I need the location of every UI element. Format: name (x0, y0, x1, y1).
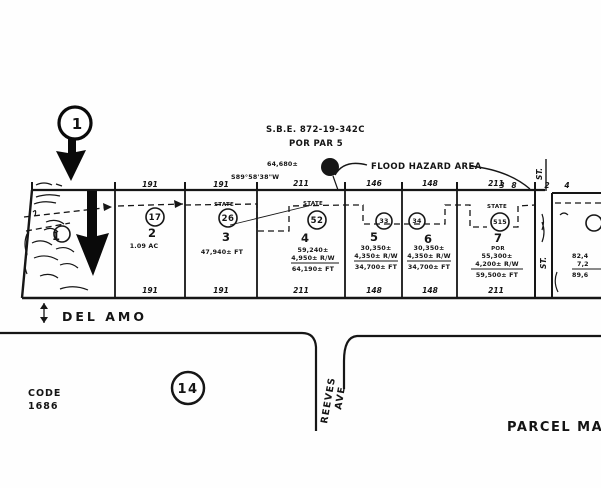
parcel-num-4: 4 (301, 231, 309, 245)
parcel-num-2: 2 (148, 226, 156, 240)
index-num-6: 34 (412, 218, 422, 225)
state-tag-7: STATE (487, 204, 507, 210)
index-circle-5 (375, 212, 393, 230)
bottom-dimensions: 191 191 211 148 148 211 (142, 286, 504, 295)
del-amo-street: DEL AMO (40, 303, 147, 324)
parcel-7-por: POR (491, 246, 505, 252)
pointer-arrow-lower (76, 191, 109, 276)
index-circle-6 (408, 212, 426, 230)
dim-top-7: 211 (488, 179, 504, 188)
index-circle-3 (218, 208, 238, 228)
state-tag-4: STATE (303, 201, 323, 207)
top-dimensions: 191 191 211 146 148 211 3 8 2 4 (142, 179, 569, 190)
parcel-num-7: 7 (494, 231, 502, 245)
area-figures: 1.09 AC 47,940± FT 59,240± 4,950± R/W 64… (130, 243, 601, 279)
index-num-2: 17 (149, 213, 162, 223)
sbe-number: S.B.E. 872-19-342C (266, 125, 365, 135)
area-4-net: 59,240± (298, 247, 329, 254)
del-amo-label: DEL AMO (62, 309, 147, 324)
index-circle-2 (145, 207, 165, 227)
parcel-strip-borders (20, 182, 601, 300)
parcel-index-circles: 17 26 52 33 34 515 (53, 207, 601, 243)
state-tag-3: STATE (214, 202, 234, 208)
area-5-total: 34,700± FT (355, 264, 398, 271)
area-4-total: 64,190± FT (292, 266, 335, 273)
area-4-rw: 4,950± R/W (291, 255, 334, 262)
parcel-numbers: 1 2 3 4 5 6 7 POR (52, 226, 505, 252)
reeves-ave-street: REEVES AVE (0, 331, 601, 431)
area-right-rw: 7,2 (577, 261, 589, 268)
index-num-5: 33 (379, 218, 388, 225)
district-circle (170, 370, 206, 406)
area-right-total: 89,6 (572, 272, 589, 279)
sheet-title: PARCEL MA (507, 420, 601, 435)
area-6-total: 34,700± FT (408, 264, 451, 271)
area-6-net: 30,350± (414, 245, 445, 252)
area-2: 1.09 AC (130, 243, 159, 250)
flood-zone-dashed-line (23, 200, 601, 232)
dim-top-5: 146 (366, 179, 382, 188)
dim-top-2: 191 (142, 180, 158, 189)
st-label-top: ST. (535, 168, 544, 180)
bearing-note: S89°58'38"W (231, 173, 279, 181)
dim-bot-2: 191 (142, 286, 158, 295)
flood-leader-left (334, 162, 368, 176)
marker-leader-line (332, 175, 339, 191)
area-5-net: 30,350± (361, 245, 392, 252)
handwriting-scribbles (24, 182, 569, 293)
edge-mark-2: 8 (511, 181, 516, 190)
pointer-arrow-upper (56, 138, 86, 181)
parcel-num-5: 5 (370, 230, 378, 244)
index-circle-4 (307, 210, 327, 230)
dim-top-3: 191 (213, 180, 229, 189)
dash-arrowhead (103, 203, 112, 211)
area-7-total: 59,500± FT (476, 272, 519, 279)
state-tags: STATE STATE STATE (214, 201, 507, 210)
area-total-note: 64,680± (267, 161, 298, 168)
footer-labels: CODE 1686 14 PARCEL MA (28, 370, 601, 435)
code-number: 1686 (28, 401, 58, 412)
annotation-overlay: 1 (56, 105, 109, 276)
ave-label: AVE (333, 385, 348, 410)
area-7-rw: 4,200± R/W (475, 261, 518, 268)
dim-bot-5: 148 (366, 286, 382, 295)
dim-bot-7: 211 (488, 286, 504, 295)
edge-mark-3: 2 (544, 181, 549, 190)
parcel-num-3: 3 (222, 230, 230, 244)
edge-mark-1: 3 (499, 181, 504, 190)
dim-top-6: 148 (422, 179, 438, 188)
parcel-num-1: 1 (52, 229, 60, 243)
header-notes: S.B.E. 872-19-342C POR PAR 5 64,680± S89… (231, 125, 547, 191)
st-label-strip: ST. (539, 257, 548, 269)
edge-mark-4: 4 (564, 181, 569, 190)
index-circle-1 (53, 225, 71, 243)
index-num-4: 52 (311, 216, 324, 226)
filled-parcel-marker-dot (321, 158, 339, 176)
area-3: 47,940± FT (201, 249, 244, 256)
old-boundary-line (229, 204, 313, 226)
flood-leader-right (469, 165, 531, 190)
dash-arrowhead (174, 200, 183, 208)
district-number: 14 (177, 382, 198, 397)
por-par-note: POR PAR 5 (289, 139, 343, 149)
dim-bot-3: 191 (213, 286, 229, 295)
marker-number: 1 (72, 115, 82, 133)
index-circle-right (585, 214, 601, 232)
area-6-rw: 4,350± R/W (407, 253, 450, 260)
area-right-net: 82,4 (572, 253, 589, 260)
dim-bot-4: 211 (293, 286, 309, 295)
area-7-net: 55,300± (482, 253, 513, 260)
area-5-rw: 4,350± R/W (354, 253, 397, 260)
dim-bot-6: 148 (422, 286, 438, 295)
parcel-num-6: 6 (424, 232, 432, 246)
index-circle-7 (490, 212, 510, 232)
index-num-3: 26 (222, 214, 235, 224)
flood-hazard-label: FLOOD HAZARD AREA (371, 162, 482, 172)
code-label: CODE (28, 388, 61, 399)
index-num-7: 515 (493, 219, 507, 226)
dim-top-4: 211 (293, 179, 309, 188)
